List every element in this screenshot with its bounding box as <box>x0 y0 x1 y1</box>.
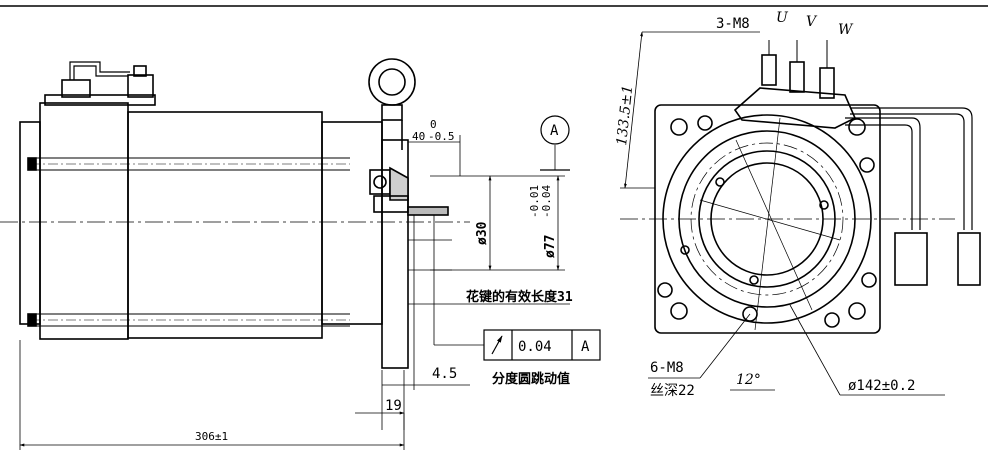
motor-body <box>127 111 323 339</box>
side-view <box>0 58 570 450</box>
rear-cap <box>19 121 41 325</box>
runout-value: 0.04 <box>518 339 552 355</box>
output-shaft <box>407 206 449 216</box>
datum-label: A <box>550 123 559 139</box>
flange-tol-upper: 0 <box>430 118 437 131</box>
flange-thickness-label: 40 <box>412 130 425 143</box>
dim-4-5: 4.5 <box>432 366 457 382</box>
connector-right <box>957 232 981 286</box>
runout-datum: A <box>581 339 590 355</box>
bolt-circle-label: ø142±0.2 <box>848 378 915 394</box>
shaft-dia-label: ø30 <box>475 221 490 245</box>
phase-v-label: V <box>806 14 818 30</box>
datum-a-symbol <box>540 115 570 145</box>
phase-w-label: W <box>838 22 854 38</box>
runout-frame <box>483 329 601 361</box>
front-view <box>620 31 981 396</box>
thread-m8-label: 3-M8 <box>716 16 750 32</box>
holes-label: 6-M8 <box>650 360 684 376</box>
overall-length: 306±1 <box>195 430 228 443</box>
pilot-tol-upper: -0.01 <box>528 185 541 218</box>
lifting-eye-bolt <box>368 58 416 150</box>
pilot-tol-lower: -0.04 <box>540 185 553 218</box>
thread-depth-label: 丝深22 <box>650 383 695 399</box>
height-dim-label: 133.5±1 <box>614 84 636 146</box>
dim-19: 19 <box>385 398 402 414</box>
spline-note: 花键的有效长度31 <box>466 289 573 305</box>
phase-u-label: U <box>776 10 789 26</box>
pilot-dia-label: ø77 <box>543 235 558 258</box>
flange-tol-lower: -0.5 <box>428 130 455 143</box>
angle-label: 12° <box>736 372 761 388</box>
connector-left <box>894 232 928 286</box>
front-flange <box>381 139 409 369</box>
runout-note: 分度圆跳动值 <box>492 371 570 387</box>
terminal-box <box>44 94 156 106</box>
